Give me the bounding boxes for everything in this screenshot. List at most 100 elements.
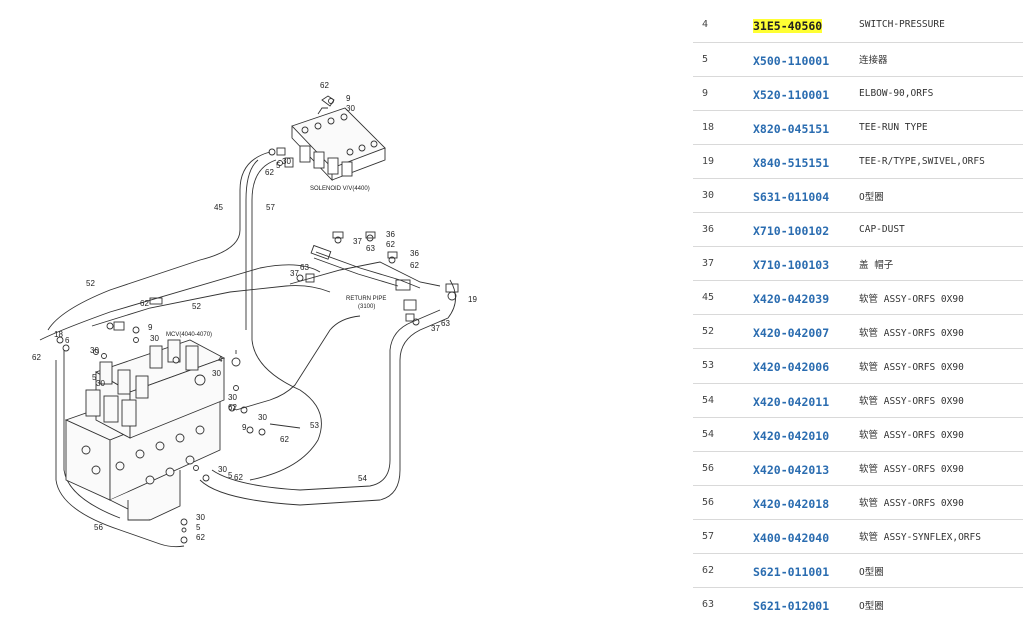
- part-number-cell: S621-012001: [753, 588, 859, 622]
- position-number: 45: [702, 292, 715, 304]
- mcv-caption: MCV(4040-4070): [166, 332, 212, 338]
- part-number-link[interactable]: X420-042006: [753, 360, 830, 375]
- callout-label: 62: [228, 403, 237, 412]
- part-description: 软管 ASSY-ORFS 0X90: [859, 430, 964, 442]
- table-row: 62 S621-011001 O型圈: [693, 553, 1023, 588]
- part-description: SWITCH-PRESSURE: [859, 19, 945, 31]
- table-row: 4 31E5-40560 SWITCH-PRESSURE: [693, 8, 1023, 42]
- table-row: 52 X420-042007 软管 ASSY-ORFS 0X90: [693, 314, 1023, 349]
- part-number-cell: X420-042007: [753, 315, 859, 349]
- callout-label: 18: [54, 330, 63, 339]
- callout-label: 30: [258, 413, 267, 422]
- part-number-cell: X500-110001: [753, 42, 859, 76]
- position-number: 18: [702, 121, 715, 133]
- position-number: 54: [702, 394, 715, 406]
- part-number-link[interactable]: X710-100102: [753, 224, 830, 239]
- part-number-link[interactable]: X710-100103: [753, 258, 830, 273]
- position-number: 56: [702, 462, 715, 474]
- part-description: 连接器: [859, 55, 888, 67]
- part-number-link[interactable]: X420-042011: [753, 394, 830, 409]
- position-number: 57: [702, 530, 715, 542]
- solenoid-valve-block: [291, 95, 386, 182]
- position-number: 5: [702, 53, 709, 65]
- part-number-link[interactable]: X840-515151: [753, 155, 830, 170]
- part-description: 软管 ASSY-ORFS 0X90: [859, 327, 964, 339]
- position-number: 63: [702, 599, 715, 611]
- callout-label: 36: [386, 230, 395, 239]
- part-number-cell: X420-042006: [753, 349, 859, 383]
- part-description: O型圈: [859, 566, 884, 578]
- part-number-link[interactable]: X420-042018: [753, 496, 830, 511]
- callout-label: 62: [320, 81, 329, 90]
- table-row: 57 X400-042040 软管 ASSY-SYNFLEX,ORFS: [693, 519, 1023, 553]
- return-pipe-caption-code: (3100): [358, 304, 375, 310]
- hose-52: [39, 264, 321, 341]
- table-row: 54 X420-042011 软管 ASSY-ORFS 0X90: [693, 383, 1023, 417]
- callout-label: 57: [266, 203, 275, 212]
- table-row: 54 X420-042010 软管 ASSY-ORFS 0X90: [693, 417, 1023, 451]
- callout-label: 37: [431, 324, 440, 333]
- solenoid-fittings: [268, 147, 294, 168]
- parts-list-panel: 4 31E5-40560 SWITCH-PRESSURE 5 X500-110001 连接…: [693, 8, 1023, 622]
- part-number-link[interactable]: X420-042013: [753, 462, 830, 477]
- callout-label: 19: [468, 295, 477, 304]
- callout-label: 5: [196, 523, 201, 532]
- return-pipe-caption: RETURN PIPE: [346, 296, 386, 302]
- part-number-cell: X710-100102: [753, 213, 859, 247]
- callout-label: 63: [441, 319, 450, 328]
- hose-56: [55, 360, 185, 548]
- hose-53: [235, 315, 361, 411]
- callout-label: 37: [353, 237, 362, 246]
- callout-label: 62: [32, 353, 41, 362]
- part-number-link[interactable]: S631-011004: [753, 190, 830, 205]
- position-number: 4: [702, 19, 709, 31]
- callout-label: 62: [280, 435, 289, 444]
- part-number-link[interactable]: X420-042039: [753, 292, 830, 307]
- part-number-link[interactable]: X820-045151: [753, 121, 830, 136]
- part-description: CAP-DUST: [859, 224, 905, 236]
- callout-label: 5: [276, 161, 281, 170]
- callout-label: 63: [300, 263, 309, 272]
- callout-label: 5: [92, 373, 97, 382]
- callout-label: 4: [218, 355, 223, 364]
- callout-label: 5: [228, 471, 233, 480]
- part-number-link[interactable]: S621-012001: [753, 599, 830, 614]
- part-description: 软管 ASSY-SYNFLEX,ORFS: [859, 532, 981, 544]
- hose-45: [47, 151, 271, 331]
- part-number-link[interactable]: X500-110001: [753, 53, 830, 68]
- part-description: 软管 ASSY-ORFS 0X90: [859, 361, 964, 373]
- position-number: 53: [702, 360, 715, 372]
- callout-label: 30: [90, 346, 99, 355]
- part-number-link[interactable]: X520-110001: [753, 87, 830, 102]
- position-number: 56: [702, 496, 715, 508]
- part-number-link[interactable]: S621-011001: [753, 565, 830, 580]
- position-number: 52: [702, 326, 715, 338]
- callout-label: 36: [410, 249, 419, 258]
- callout-label: 9: [148, 323, 153, 332]
- part-number-link[interactable]: X420-042007: [753, 326, 830, 341]
- callout-label: 52: [192, 302, 201, 311]
- callout-label: 53: [310, 421, 319, 430]
- part-number-link[interactable]: X420-042010: [753, 428, 830, 443]
- callout-label: 45: [214, 203, 223, 212]
- part-number-cell: X420-042013: [753, 451, 859, 485]
- callout-label: 30: [96, 379, 105, 388]
- part-description: O型圈: [859, 191, 884, 203]
- callout-label: 30: [150, 334, 159, 343]
- callout-label: 62: [234, 473, 243, 482]
- position-number: 9: [702, 87, 709, 99]
- position-number: 54: [702, 428, 715, 440]
- part-number-link[interactable]: 31E5-40560: [753, 19, 823, 34]
- callout-label: 62: [410, 261, 419, 270]
- position-number: 62: [702, 565, 715, 577]
- hydraulic-exploded-diagram: SOLENOID V/V(4400) RETURN PIPE (3100) MC…: [32, 81, 477, 548]
- part-number-link[interactable]: X400-042040: [753, 530, 830, 545]
- part-description: 软管 ASSY-ORFS 0X90: [859, 396, 964, 408]
- part-number-cell: X710-100103: [753, 247, 859, 281]
- callout-label: 30: [218, 465, 227, 474]
